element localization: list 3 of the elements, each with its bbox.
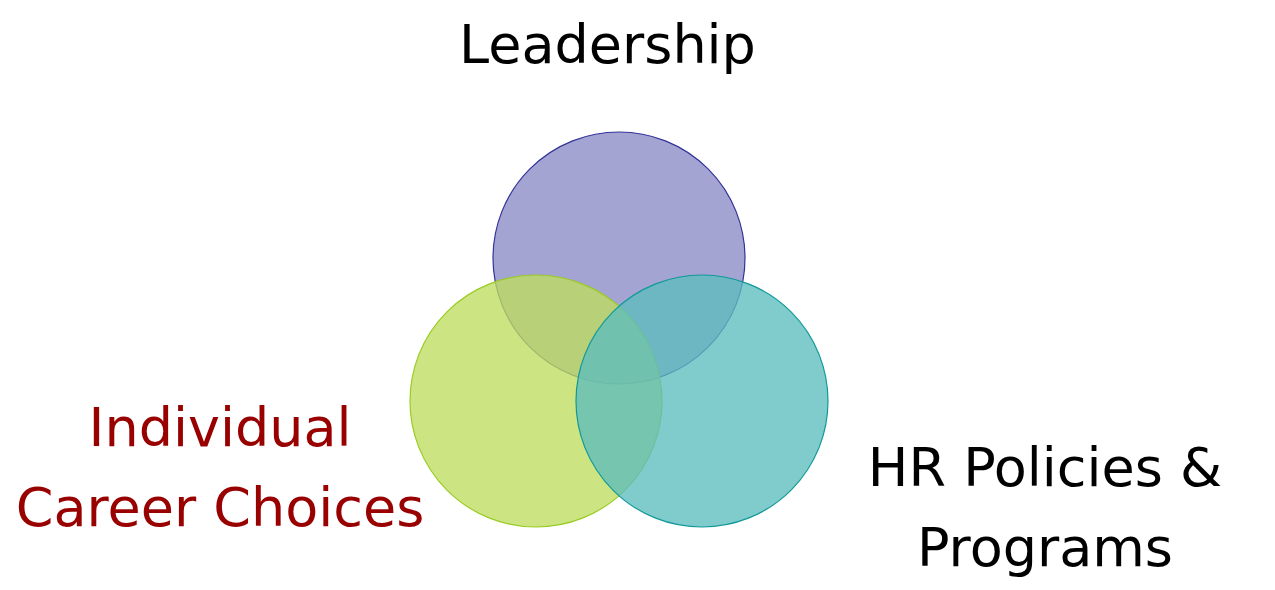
circle-label: HR Policies & Programs [866, 435, 1224, 581]
circle-label: Individual Career Choices [14, 395, 426, 541]
circle-label: Leadership [458, 12, 757, 78]
